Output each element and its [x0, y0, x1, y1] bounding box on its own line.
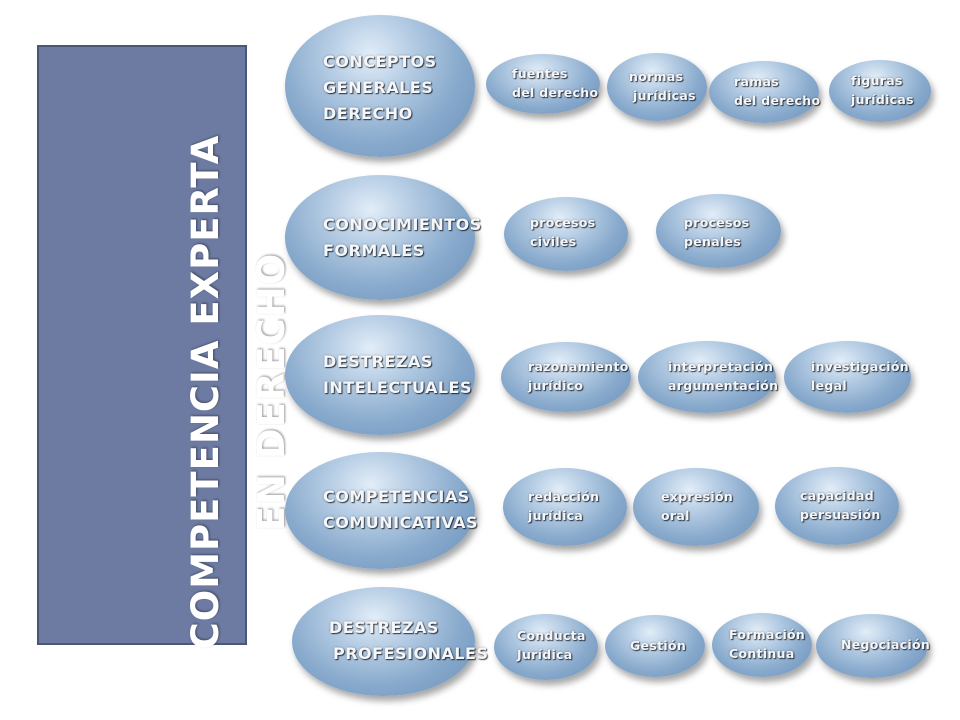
category-label-line: DERECHO: [323, 104, 413, 123]
category-destrezas-profesionales: DESTREZAS PROFESIONALES: [292, 587, 488, 696]
item-label-line: procesos: [684, 215, 750, 230]
item-label-line: ramas: [734, 74, 779, 89]
item-label-line: figuras: [851, 73, 903, 88]
category-label-line: CONOCIMIENTOS: [323, 215, 482, 234]
item-ramas-del-derecho: ramas del derecho: [709, 61, 821, 123]
category-label-line: COMUNICATIVAS: [323, 513, 479, 532]
item-gestion: Gestión: [605, 615, 705, 677]
item-conducta-juridica: Conducta Jurídica: [494, 614, 598, 680]
item-label-line: legal: [811, 378, 847, 393]
main-title-box: COMPETENCIA EXPERTA EN DERECHO: [37, 45, 293, 649]
category-label-line: COMPETENCIAS: [323, 487, 470, 506]
item-investigacion-legal: investigación legal: [784, 341, 911, 413]
item-label-line: jurídicas: [851, 92, 914, 107]
item-capacidad-persuasion: capacidad persuasión: [775, 467, 899, 545]
item-label-line: persuasión: [800, 507, 881, 522]
item-redaccion-juridica: redacción jurídica: [503, 468, 627, 546]
item-formacion-continua: Formación Continua: [712, 613, 812, 677]
category-conocimientos-formales: CONOCIMIENTOS FORMALES: [285, 175, 481, 300]
category-label-line: DESTREZAS: [329, 618, 439, 637]
item-label-line: Gestión: [630, 638, 687, 653]
item-label-line: penales: [684, 234, 742, 249]
item-label-line: investigación: [811, 359, 909, 374]
category-conceptos-generales: CONCEPTOS GENERALES DERECHO: [285, 15, 475, 157]
category-destrezas-intelectuales: DESTREZAS INTELECTUALES: [285, 315, 475, 435]
item-razonamiento-juridico: razonamiento jurídico: [501, 342, 631, 412]
item-label-line: interpretación: [668, 359, 774, 374]
category-label-line: DESTREZAS: [323, 352, 433, 371]
category-label-line: FORMALES: [323, 241, 425, 260]
item-label-line: capacidad: [800, 488, 874, 503]
item-negociacion: Negociación: [816, 614, 931, 678]
item-label-line: expresión: [661, 489, 734, 504]
item-label-line: Negociación: [841, 637, 931, 652]
item-label-line: civiles: [530, 234, 577, 249]
item-label-line: del derecho: [734, 93, 821, 108]
item-interpretacion-argumentacion: interpretación argumentación: [638, 341, 779, 413]
item-label-line: oral: [661, 508, 690, 523]
category-label-line: PROFESIONALES: [333, 644, 489, 663]
item-normas-juridicas: normas jurídicas: [607, 53, 707, 121]
category-label-line: GENERALES: [323, 78, 434, 97]
category-label-line: CONCEPTOS: [323, 52, 437, 71]
item-label-line: procesos: [530, 215, 596, 230]
category-competencias-comunicativas: COMPETENCIAS COMUNICATIVAS: [285, 452, 479, 569]
item-fuentes-del-derecho: fuentes del derecho: [486, 54, 600, 114]
item-label-line: Continua: [729, 646, 795, 661]
item-label-line: fuentes: [512, 66, 568, 81]
item-label-line: redacción: [528, 489, 600, 504]
item-label-line: jurídico: [528, 378, 584, 393]
item-label-line: jurídica: [528, 508, 584, 523]
item-figuras-juridicas: figuras jurídicas: [829, 60, 931, 122]
item-label-line: argumentación: [668, 378, 779, 393]
item-label-line: jurídicas: [633, 88, 696, 103]
item-label-line: razonamiento: [528, 359, 629, 374]
item-label-line: del derecho: [512, 85, 599, 100]
item-label-line: normas: [629, 69, 684, 84]
category-label-line: INTELECTUALES: [323, 378, 472, 397]
item-label-line: Jurídica: [517, 647, 573, 662]
item-expresion-oral: expresión oral: [633, 468, 759, 546]
item-procesos-penales: procesos penales: [656, 194, 781, 268]
item-label-line: Formación: [729, 627, 806, 642]
main-title-line-1: COMPETENCIA EXPERTA: [184, 134, 227, 650]
item-label-line: Conducta: [517, 628, 586, 643]
item-procesos-civiles: procesos civiles: [504, 197, 628, 271]
